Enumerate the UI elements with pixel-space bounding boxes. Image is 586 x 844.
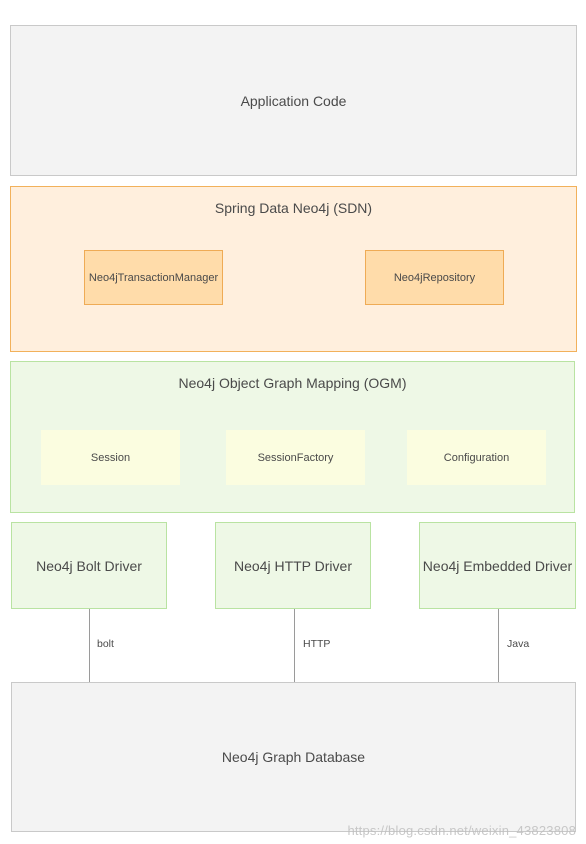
ogm-layer: Neo4j Object Graph Mapping (OGM) Session…	[10, 361, 575, 513]
ogm-title: Neo4j Object Graph Mapping (OGM)	[178, 375, 407, 391]
connector-java	[498, 609, 499, 682]
driver-label: Neo4j HTTP Driver	[234, 557, 352, 574]
sdn-layer: Spring Data Neo4j (SDN) Neo4jTransaction…	[10, 186, 577, 352]
driver-bolt: Neo4j Bolt Driver	[11, 522, 167, 609]
sdn-component-label: Neo4jRepository	[393, 271, 476, 284]
ogm-component-label: Session	[90, 451, 131, 464]
sdn-component-repository: Neo4jRepository	[365, 250, 504, 305]
driver-http: Neo4j HTTP Driver	[215, 522, 371, 609]
application-code-layer: Application Code	[10, 25, 577, 176]
ogm-component-label: Configuration	[443, 451, 510, 464]
connector-label-http: HTTP	[303, 638, 331, 650]
application-code-label: Application Code	[240, 92, 347, 109]
connector-label-bolt: bolt	[97, 638, 114, 650]
graph-database-label: Neo4j Graph Database	[221, 749, 366, 765]
sdn-component-label: Neo4jTransactionManager	[88, 271, 219, 284]
driver-label: Neo4j Bolt Driver	[36, 557, 142, 574]
watermark: https://blog.csdn.net/weixin_43823808	[347, 823, 576, 838]
ogm-component-session-factory: SessionFactory	[226, 430, 365, 485]
connector-label-java: Java	[507, 638, 530, 650]
connector-bolt	[89, 609, 90, 682]
connector-http	[294, 609, 295, 682]
ogm-component-configuration: Configuration	[407, 430, 546, 485]
ogm-component-session: Session	[41, 430, 180, 485]
driver-embedded: Neo4j Embedded Driver	[419, 522, 576, 609]
sdn-component-transaction-manager: Neo4jTransactionManager	[84, 250, 223, 305]
driver-label: Neo4j Embedded Driver	[422, 557, 573, 574]
ogm-component-label: SessionFactory	[257, 451, 334, 464]
sdn-title: Spring Data Neo4j (SDN)	[214, 200, 373, 216]
graph-database-layer: Neo4j Graph Database	[11, 682, 576, 832]
